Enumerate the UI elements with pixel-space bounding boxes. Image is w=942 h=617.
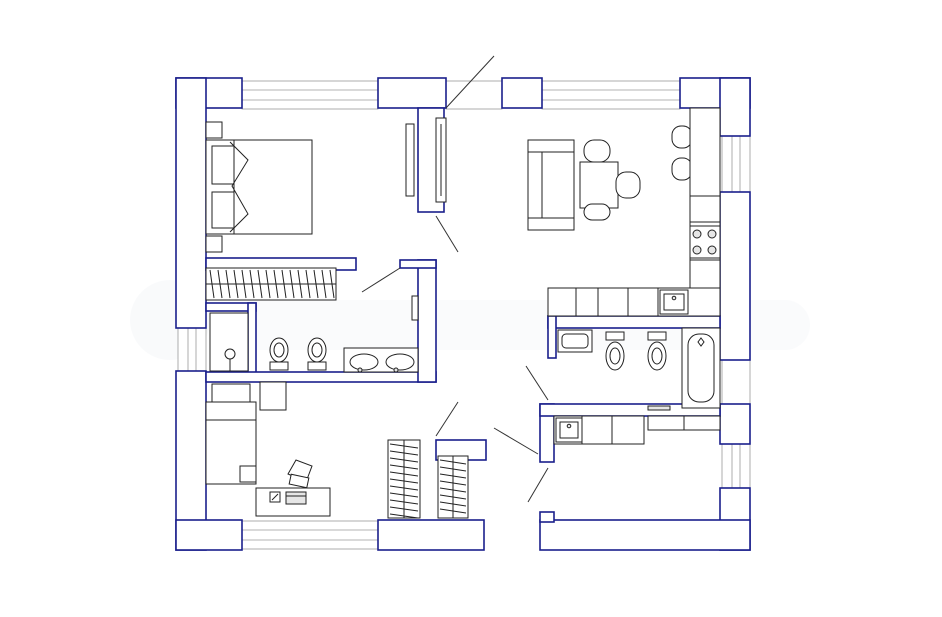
nightstand xyxy=(259,381,287,411)
door-swing-icon xyxy=(361,55,549,503)
wardrobe-hangers xyxy=(209,269,335,299)
sink-icon xyxy=(555,417,583,443)
kitchen-sink-icon xyxy=(659,289,689,315)
cooktop-icon xyxy=(689,225,721,259)
toilet-icon xyxy=(269,337,289,371)
clock-icon xyxy=(269,491,281,503)
stool-icon xyxy=(671,125,693,181)
toilet-icon xyxy=(605,331,625,371)
interior-walls xyxy=(205,107,721,523)
chair-icon xyxy=(287,459,313,489)
wardrobe-hangers xyxy=(389,443,467,519)
sink-icon xyxy=(557,329,593,353)
sink-icon xyxy=(343,347,419,373)
exterior-walls xyxy=(175,77,751,551)
sofa-icon xyxy=(527,139,575,231)
bidet-icon xyxy=(307,337,327,371)
dining-table-icon xyxy=(579,139,641,221)
bathroom-door-panel xyxy=(411,295,419,321)
washing-machine-icon xyxy=(209,312,249,372)
floor-lamp-icon xyxy=(222,348,238,372)
bidet-icon xyxy=(647,331,667,371)
kitchen-counter xyxy=(547,107,721,317)
bed-icon xyxy=(205,383,257,485)
laptop-icon xyxy=(285,491,307,505)
windows xyxy=(177,80,751,550)
bath-shelf xyxy=(647,405,671,411)
bed-icon xyxy=(205,121,313,253)
bathtub-icon xyxy=(681,327,721,409)
